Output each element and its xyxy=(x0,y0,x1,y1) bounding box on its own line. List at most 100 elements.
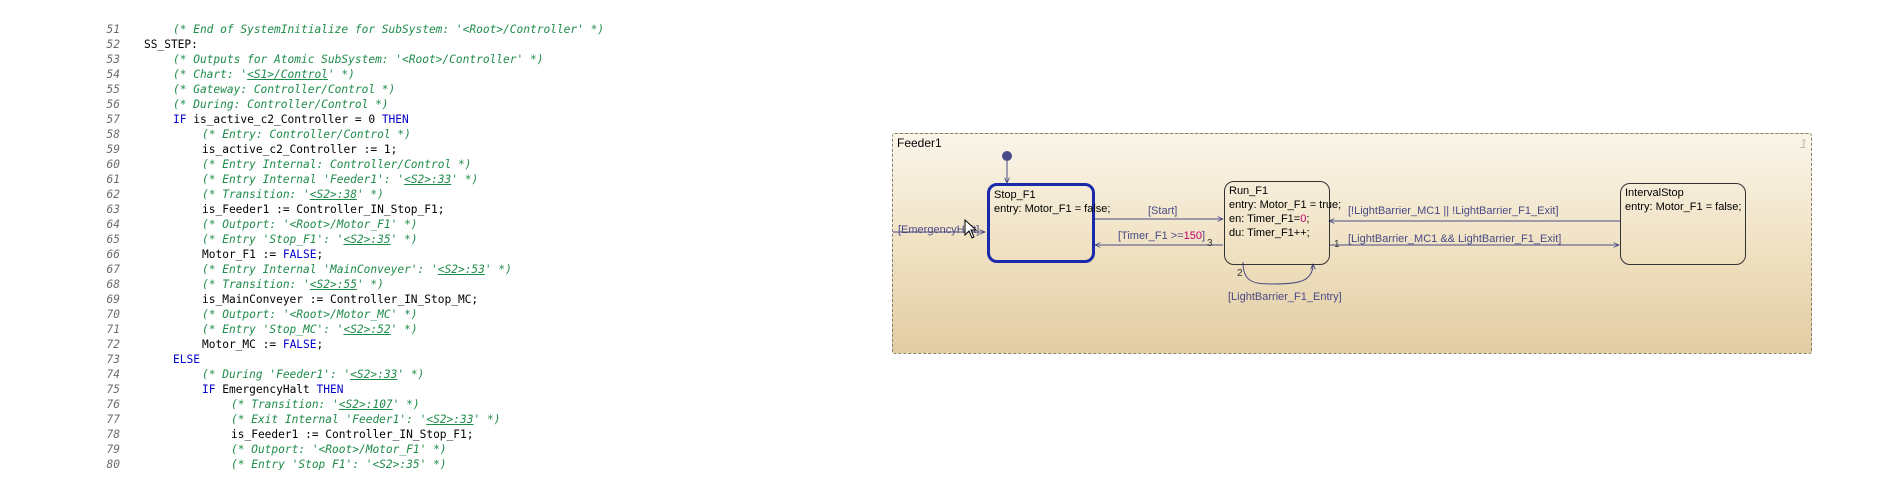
comment: (* Exit Internal 'Feeder1': ' xyxy=(231,413,427,426)
code-text: is_Feeder1 := Controller_IN_Stop_F1; xyxy=(202,202,444,217)
transition-order-number: 1 xyxy=(1334,239,1340,250)
code-link[interactable]: <S2>:38 xyxy=(309,188,357,201)
code-text: (* Entry 'Stop_F1': '<S2>:35' *) xyxy=(231,457,447,470)
comment: (* During: Controller/Control *) xyxy=(173,98,389,111)
code-text: is_active_c2_Controller := 1; xyxy=(202,142,397,157)
code-line[interactable]: 61 (* Entry Internal 'Feeder1': '<S2>:33'… xyxy=(0,172,880,187)
code-token: EmergencyHalt xyxy=(215,383,317,396)
code-link[interactable]: <S1>/Control xyxy=(247,68,328,81)
code-text: is_Feeder1 := Controller_IN_Stop_F1; xyxy=(231,427,473,442)
code-line[interactable]: 71(* Entry 'Stop_MC': '<S2>:52' *) xyxy=(0,322,880,337)
line-number: 78 xyxy=(106,428,120,441)
state-interval-stop[interactable]: IntervalStop entry: Motor_F1 = false; xyxy=(1620,183,1746,265)
code-line[interactable]: 54 (* Chart: '<S1>/Control' *) xyxy=(0,67,880,82)
keyword: FALSE xyxy=(282,248,317,261)
code-link[interactable]: <S2>:55 xyxy=(309,278,357,291)
code-line[interactable]: 55(* Gateway: Controller/Control *) xyxy=(0,82,880,97)
line-number: 65 xyxy=(106,233,120,246)
code-line[interactable]: 77(* Exit Internal 'Feeder1': '<S2>:33' … xyxy=(0,412,880,427)
code-text: (* Entry Internal: Controller/Control *) xyxy=(202,157,471,172)
code-link[interactable]: <S2>:33 xyxy=(426,413,474,426)
code-view: 51(* End of SystemInitialize for SubSyst… xyxy=(0,0,880,470)
code-token: Motor_MC := xyxy=(202,338,283,351)
code-link[interactable]: <S2>:107 xyxy=(338,398,393,411)
code-line[interactable]: 64(* Outport: '<Root>/Motor_F1' *) xyxy=(0,217,880,232)
line-number: 61 xyxy=(106,173,120,186)
code-line[interactable]: 70(* Outport: '<Root>/Motor_MC' *) xyxy=(0,307,880,322)
transition-label-start[interactable]: [Start] xyxy=(1148,205,1178,217)
line-number: 63 xyxy=(106,203,120,216)
code-line[interactable]: 56 (* During: Controller/Control *) xyxy=(0,97,880,112)
transition-label-light-and[interactable]: [LightBarrier_MC1 && LightBarrier_F1_Exi… xyxy=(1348,233,1562,245)
code-link[interactable]: <S2>:53 xyxy=(437,263,485,276)
code-line[interactable]: 65(* Entry 'Stop_F1': '<S2>:35' *) xyxy=(0,232,880,247)
code-link[interactable]: <S2>:35 xyxy=(343,233,391,246)
code-token: ; xyxy=(316,248,324,261)
comment: (* Transition: ' xyxy=(231,398,339,411)
transition-label-emergency[interactable]: [EmergencyHalt] xyxy=(898,224,980,236)
code-line[interactable]: 80(* Entry 'Stop_F1': '<S2>:35' *) xyxy=(0,457,880,470)
line-number: 55 xyxy=(106,83,120,96)
line-number: 71 xyxy=(106,323,120,336)
code-line[interactable]: 63 is_Feeder1 := Controller_IN_Stop_F1; xyxy=(0,202,880,217)
code-line[interactable]: 60(* Entry Internal: Controller/Control … xyxy=(0,157,880,172)
code-text: (* Outport: '<Root>/Motor_MC' *) xyxy=(202,307,418,322)
line-number: 54 xyxy=(106,68,120,81)
line-number: 56 xyxy=(106,98,120,111)
comment: (* Outport: '<Root>/Motor_F1' *) xyxy=(202,218,418,231)
code-text: (* Chart: '<S1>/Control' *) xyxy=(173,67,355,82)
code-line[interactable]: 68(* Transition: '<S2>:55' *) xyxy=(0,277,880,292)
transition-label-light-entry[interactable]: [LightBarrier_F1_Entry] xyxy=(1228,291,1342,303)
code-text: (* During 'Feeder1': '<S2>:33' *) xyxy=(202,367,424,382)
code-token: is_active_c2_Controller = 0 xyxy=(186,113,382,126)
code-line[interactable]: 58(* Entry: Controller/Control *) xyxy=(0,127,880,142)
code-line[interactable]: 53(* Outputs for Atomic SubSystem: '<Roo… xyxy=(0,52,880,67)
state-action: entry: Motor_F1 = true; xyxy=(1229,199,1342,211)
stateflow-chart[interactable]: Feeder1 1 Stop_F1 entry: Motor_F1 = fals… xyxy=(892,133,1812,354)
keyword: IF xyxy=(173,113,187,126)
state-run-f1[interactable]: Run_F1 entry: Motor_F1 = true; en: Timer… xyxy=(1224,181,1342,265)
line-number: 76 xyxy=(106,398,120,411)
code-line[interactable]: 74(* During 'Feeder1': '<S2>:33' *) xyxy=(0,367,880,382)
comment: (* End of SystemInitialize for SubSystem… xyxy=(173,23,605,36)
comment: (* Entry 'Stop_F1': '<S2>:35' *) xyxy=(231,458,447,470)
code-link[interactable]: <S2>:52 xyxy=(343,323,391,336)
line-number: 73 xyxy=(106,353,120,366)
code-text: (* Outputs for Atomic SubSystem: '<Root>… xyxy=(173,52,543,67)
code-line[interactable]: 79 (* Outport: '<Root>/Motor_F1' *) xyxy=(0,442,880,457)
state-stop-f1[interactable]: Stop_F1 entry: Motor_F1 = false; xyxy=(987,183,1110,263)
comment: ' *) xyxy=(327,68,355,81)
line-number: 67 xyxy=(106,263,120,276)
comment: (* Entry Internal 'Feeder1': ' xyxy=(202,173,405,186)
code-link[interactable]: <S2>:33 xyxy=(404,173,452,186)
keyword: THEN xyxy=(316,383,344,396)
transition-label-light-exit[interactable]: [!LightBarrier_MC1 || !LightBarrier_F1_E… xyxy=(1348,205,1559,217)
code-text: (* During: Controller/Control *) xyxy=(173,97,389,112)
line-number: 58 xyxy=(106,128,120,141)
comment: (* Entry 'Stop_MC': ' xyxy=(202,323,344,336)
line-number: 79 xyxy=(106,443,120,456)
default-transition-dot xyxy=(1002,151,1012,161)
comment: (* Transition: ' xyxy=(202,278,310,291)
code-line[interactable]: 76(* Transition: '<S2>:107' *) xyxy=(0,397,880,412)
literal-value: 150 xyxy=(1183,230,1202,242)
comment: ' *) xyxy=(484,263,512,276)
code-line[interactable]: 51(* End of SystemInitialize for SubSyst… xyxy=(0,22,880,37)
transition-label-timer[interactable]: [Timer_F1 >=150] xyxy=(1118,230,1205,242)
code-line[interactable]: 67(* Entry Internal 'MainConveyer': '<S2… xyxy=(0,262,880,277)
comment: ' *) xyxy=(451,173,479,186)
code-text: (* End of SystemInitialize for SubSystem… xyxy=(173,22,604,37)
code-line[interactable]: 78 is_Feeder1 := Controller_IN_Stop_F1; xyxy=(0,427,880,442)
code-text: (* Outport: '<Root>/Motor_F1' *) xyxy=(231,442,447,457)
code-link[interactable]: <S2>:33 xyxy=(350,368,398,381)
code-token: is_Feeder1 := Controller_IN_Stop_F1; xyxy=(202,203,445,216)
code-line[interactable]: 62(* Transition: '<S2>:38' *) xyxy=(0,187,880,202)
